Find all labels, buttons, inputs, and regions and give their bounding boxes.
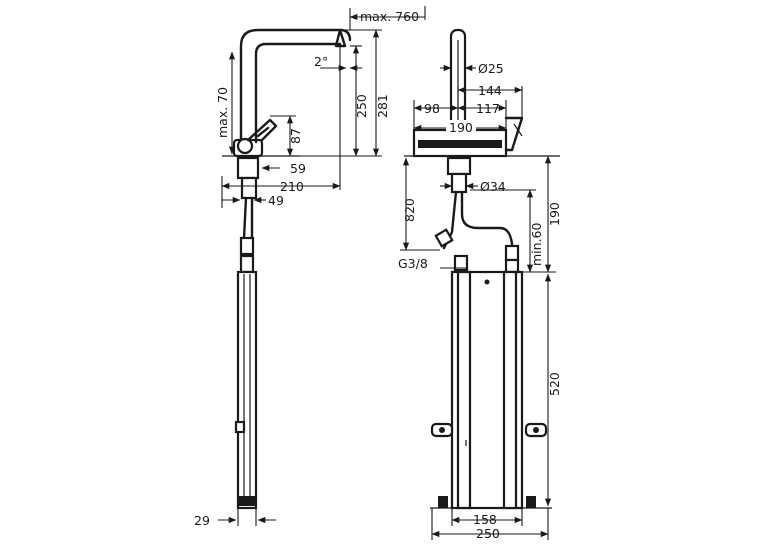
label-158: 158 [473, 512, 497, 527]
hose-right-front [460, 190, 514, 258]
cabinet-hole [484, 279, 490, 285]
cabinet-left-post [456, 270, 472, 510]
bracket-side [234, 420, 246, 434]
foot-front-left [438, 496, 448, 508]
cabinet-right-post [502, 270, 518, 510]
label-820: 820 [402, 198, 417, 222]
valve-left-front [453, 254, 469, 272]
label-29: 29 [194, 513, 210, 528]
bracket-screw-right [533, 427, 539, 433]
lever-grip-side [256, 126, 270, 138]
foot-front-right [526, 496, 536, 508]
label-59: 59 [290, 161, 306, 176]
hose-fitting-side-2 [239, 254, 255, 274]
shank-front [446, 156, 472, 176]
label-250: 250 [354, 94, 369, 118]
lever-handle-side [246, 118, 278, 142]
label-d34: Ø34 [480, 179, 506, 194]
spout-outer-side [239, 28, 352, 144]
hose-fitting-front-right [504, 244, 520, 262]
label-angle: 2° [314, 54, 328, 69]
label-190-v: 190 [547, 202, 562, 226]
shank-side [236, 156, 260, 180]
hose-side [242, 196, 254, 240]
label-d25: Ø25 [478, 61, 504, 76]
lever-pivot [236, 137, 254, 155]
foot-side [238, 496, 256, 506]
nut-front [450, 172, 468, 194]
label-117: 117 [476, 101, 500, 116]
side-view: max. 760 250 281 2° max. 70 87 59 210 49 [194, 6, 426, 528]
sink-grate [418, 140, 502, 148]
label-190-h: 190 [449, 120, 473, 135]
label-min-60: min.60 [529, 223, 544, 266]
label-max-raise: max. 70 [215, 87, 230, 138]
side-board-mark [513, 123, 523, 137]
cabinet-panel-side [236, 270, 258, 510]
label-g38: G3/8 [398, 256, 428, 271]
label-250-bottom: 250 [476, 526, 500, 541]
label-520: 520 [547, 372, 562, 396]
label-281: 281 [375, 94, 390, 118]
label-98: 98 [424, 101, 440, 116]
spout-inner-side [254, 42, 342, 144]
sink-side-board [504, 116, 524, 152]
nut-side [240, 176, 258, 200]
valve-right-front [504, 258, 520, 274]
label-max-reach: max. 760 [360, 9, 419, 24]
label-144: 144 [478, 83, 502, 98]
label-87: 87 [288, 128, 303, 144]
label-bg-190-h [446, 120, 476, 134]
hose-fitting-front-left [434, 228, 454, 248]
front-view: Ø25 144 98 117 190 Ø34 G3/8 [398, 28, 562, 541]
bracket-screw-left [439, 427, 445, 433]
label-210: 210 [280, 179, 304, 194]
hose-fitting-side [239, 236, 255, 256]
label-49: 49 [268, 193, 284, 208]
